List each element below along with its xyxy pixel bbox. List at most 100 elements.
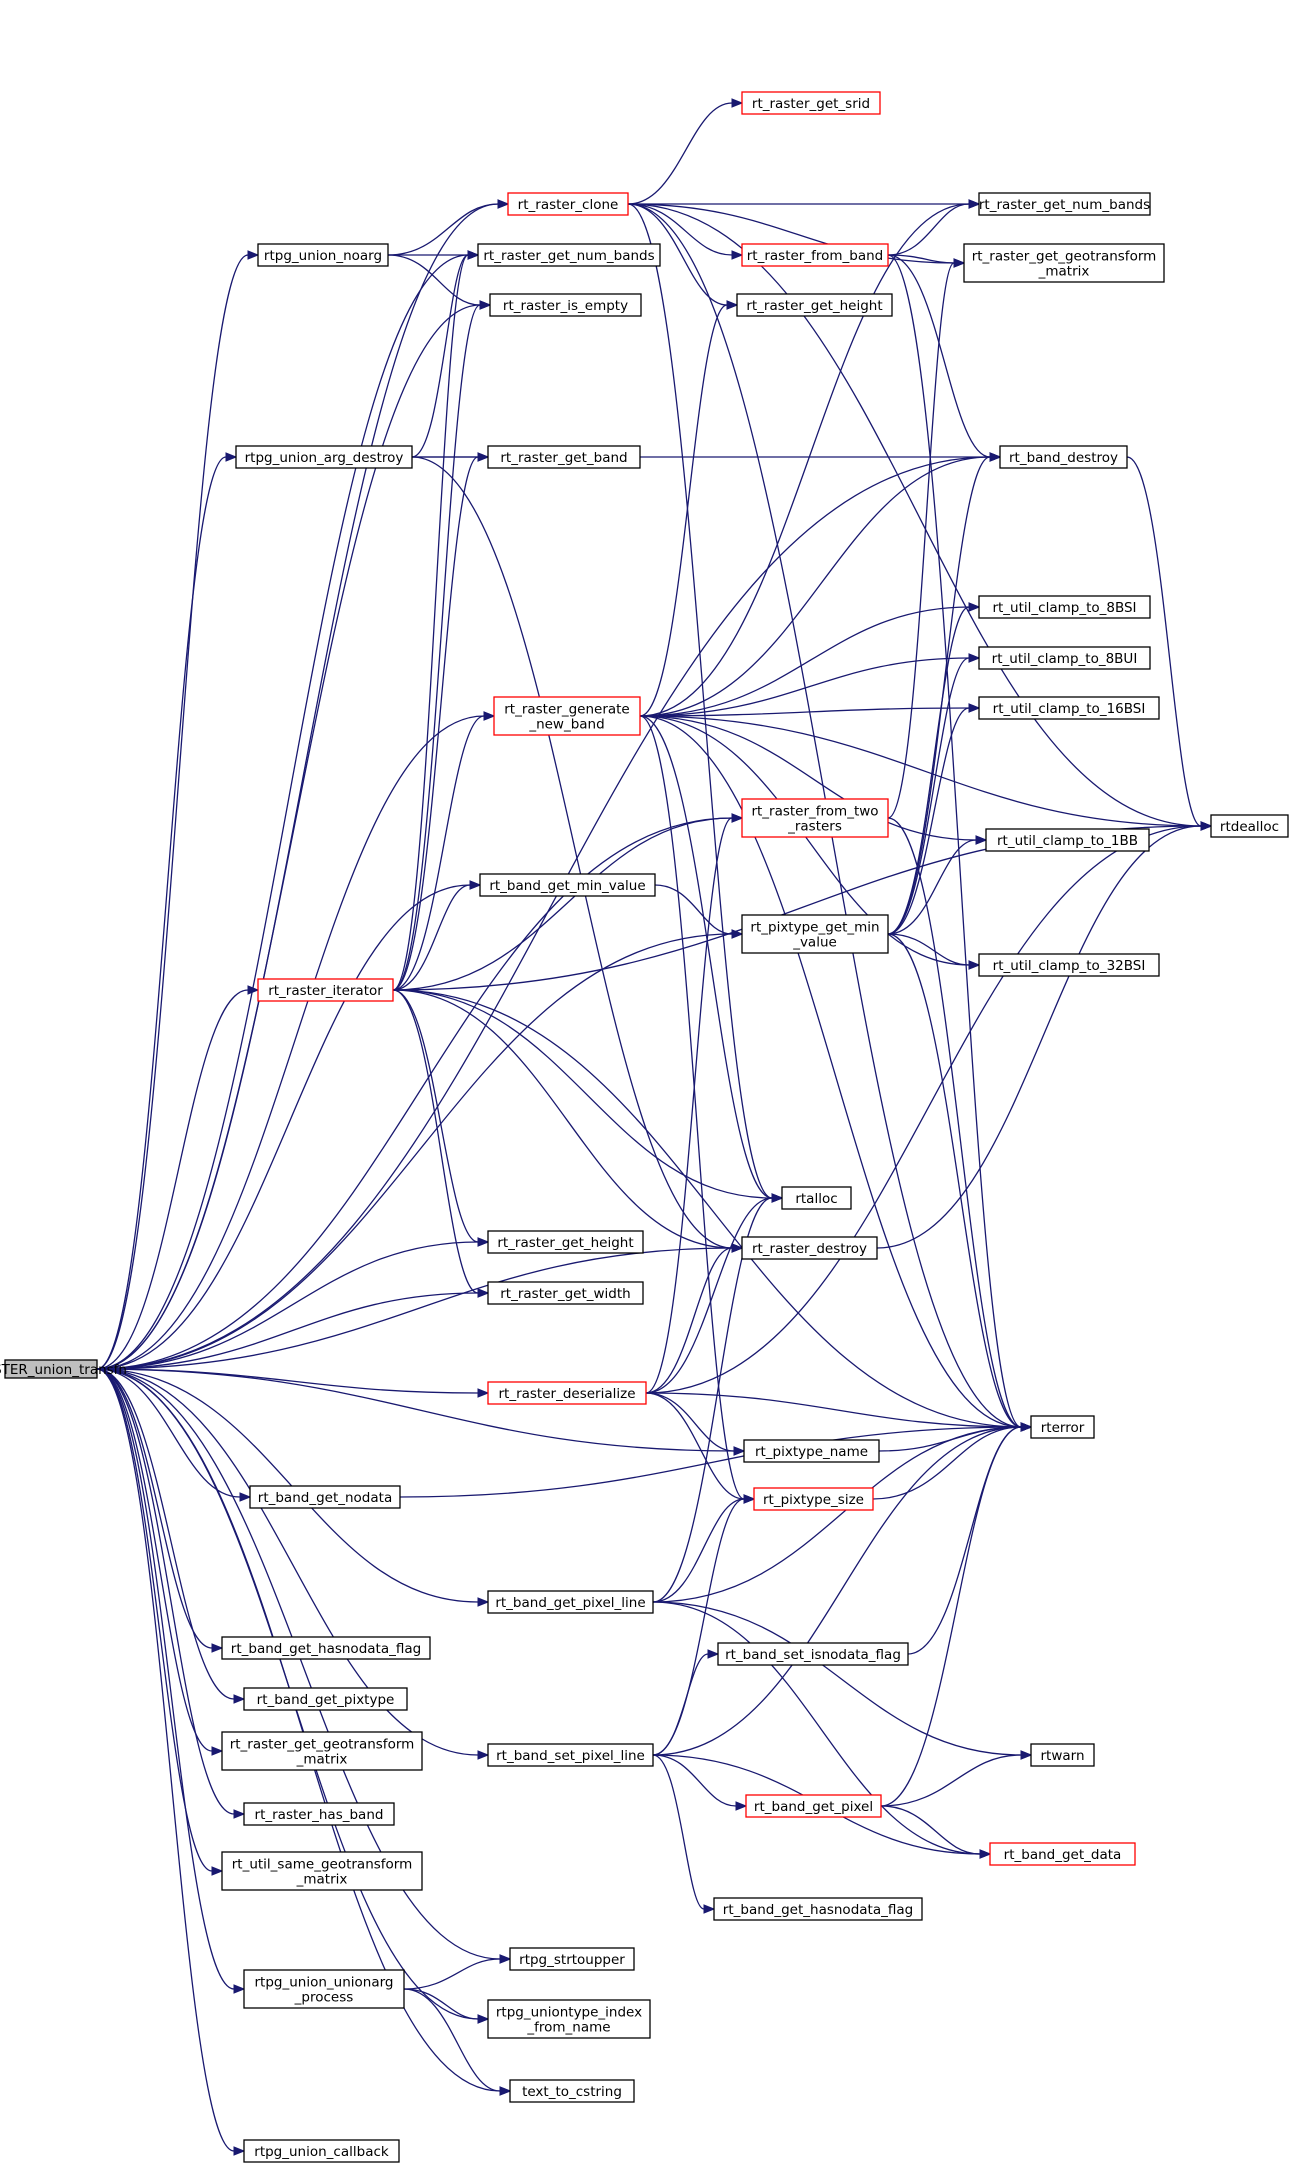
node-rt-raster-get-height-1[interactable]: rt_raster_get_height bbox=[736, 293, 893, 317]
arrowhead-icon bbox=[469, 880, 482, 890]
node-rtpg-uniontype-index-from-name[interactable]: rtpg_uniontype_index_from_name bbox=[487, 1999, 651, 2039]
node-label: rtalloc bbox=[795, 1191, 837, 1207]
node-rt-raster-deserialize[interactable]: rt_raster_deserialize bbox=[487, 1381, 647, 1405]
node-rt-pixtype-size[interactable]: rt_pixtype_size bbox=[753, 1487, 874, 1511]
node-rt-util-clamp-to-16bsi[interactable]: rt_util_clamp_to_16BSI bbox=[978, 696, 1160, 720]
node-box bbox=[221, 1636, 431, 1660]
node-rt-util-same-geotransform-matrix[interactable]: rt_util_same_geotransform_matrix bbox=[221, 1851, 423, 1891]
node-box bbox=[978, 646, 1151, 670]
node-raster-union-transfn[interactable]: RASTER_union_transfn bbox=[0, 1359, 127, 1379]
node-rtpg-union-arg-destroy[interactable]: rtpg_union_arg_destroy bbox=[235, 445, 413, 469]
node-label: rt_band_get_pixel_line bbox=[495, 1595, 645, 1611]
node-label: rt_util_clamp_to_32BSI bbox=[993, 958, 1146, 974]
edge-line bbox=[96, 1368, 235, 1990]
edge-rt-band-get-nodata-to-rterror bbox=[399, 1422, 1033, 1498]
node-rt-raster-iterator[interactable]: rt_raster_iterator bbox=[257, 978, 394, 1002]
arrowhead-icon bbox=[968, 602, 981, 612]
arrowhead-icon bbox=[726, 300, 739, 310]
node-rt-pixtype-name[interactable]: rt_pixtype_name bbox=[743, 1439, 880, 1463]
node-rtpg-union-callback[interactable]: rtpg_union_callback bbox=[243, 2139, 400, 2163]
node-rtwarn[interactable]: rtwarn bbox=[1030, 1743, 1095, 1767]
node-box bbox=[978, 696, 1160, 720]
node-rt-band-destroy[interactable]: rt_band_destroy bbox=[999, 445, 1128, 469]
node-rt-raster-has-band[interactable]: rt_raster_has_band bbox=[243, 1802, 395, 1826]
node-rt-raster-is-empty[interactable]: rt_raster_is_empty bbox=[489, 293, 642, 317]
edge-line bbox=[96, 1247, 733, 1370]
edge-raster-union-transfn-to-rt-raster-from-two-rasters bbox=[96, 813, 744, 1370]
arrowhead-icon bbox=[497, 199, 510, 209]
arrowhead-icon bbox=[499, 1954, 512, 1964]
arrowhead-icon bbox=[743, 1494, 756, 1504]
edge-line bbox=[876, 825, 1202, 1249]
node-rt-raster-destroy[interactable]: rt_raster_destroy bbox=[741, 1236, 878, 1260]
edge-rt-band-get-pixel-line-to-rtwarn bbox=[652, 1601, 1033, 1760]
node-label: _matrix bbox=[1038, 264, 1090, 280]
node-rt-raster-get-srid[interactable]: rt_raster_get_srid bbox=[741, 91, 881, 115]
node-rt-pixtype-get-min-value[interactable]: rt_pixtype_get_min_value bbox=[741, 914, 889, 954]
node-box bbox=[713, 1897, 923, 1921]
node-label: rt_util_clamp_to_16BSI bbox=[993, 701, 1146, 717]
edge-rt-pixtype-get-min-value-to-rt-band-destroy bbox=[887, 452, 1002, 935]
node-rt-band-set-isnodata-flag[interactable]: rt_band_set_isnodata_flag bbox=[717, 1642, 909, 1666]
node-rt-util-clamp-to-1bb[interactable]: rt_util_clamp_to_1BB bbox=[985, 828, 1150, 852]
edge-rt-band-get-pixel-line-to-rt-pixtype-size bbox=[652, 1494, 756, 1603]
node-rt-raster-clone[interactable]: rt_raster_clone bbox=[507, 192, 629, 216]
node-rt-raster-get-height-2[interactable]: rt_raster_get_height bbox=[487, 1230, 644, 1254]
node-rt-raster-get-num-bands-2[interactable]: rt_raster_get_num_bands bbox=[477, 243, 661, 267]
node-label: rt_raster_destroy bbox=[752, 1241, 867, 1257]
arrowhead-icon bbox=[477, 1750, 490, 1760]
node-rt-band-get-nodata[interactable]: rt_band_get_nodata bbox=[249, 1485, 401, 1509]
edge-line bbox=[639, 203, 970, 717]
node-rtpg-union-noarg[interactable]: rtpg_union_noarg bbox=[257, 243, 389, 267]
node-rt-band-get-pixel[interactable]: rt_band_get_pixel bbox=[745, 1794, 882, 1818]
edge-line bbox=[399, 1426, 1022, 1498]
node-rt-raster-generate-new-band[interactable]: rt_raster_generate_new_band bbox=[493, 696, 641, 736]
node-box bbox=[1030, 1415, 1095, 1439]
node-rt-band-get-hasnodata-flag-2[interactable]: rt_band_get_hasnodata_flag bbox=[713, 1897, 923, 1921]
node-label: text_to_cstring bbox=[522, 2084, 622, 2100]
edge-rtpg-union-unionarg-process-to-rtpg-uniontype-index-from-name bbox=[403, 1988, 490, 2024]
edge-line bbox=[639, 606, 970, 717]
node-rtpg-union-unionarg-process[interactable]: rtpg_union_unionarg_process bbox=[243, 1969, 405, 2009]
node-rt-band-get-min-value[interactable]: rt_band_get_min_value bbox=[479, 873, 656, 897]
node-rt-util-clamp-to-8bsi[interactable]: rt_util_clamp_to_8BSI bbox=[978, 595, 1151, 619]
node-rt-raster-get-geotransform-matrix-1[interactable]: rt_raster_get_geotransform_matrix bbox=[963, 243, 1165, 283]
node-rt-raster-get-geotransform-matrix-2[interactable]: rt_raster_get_geotransform_matrix bbox=[221, 1731, 423, 1771]
node-rtpg-strtoupper[interactable]: rtpg_strtoupper bbox=[509, 1947, 635, 1971]
node-rtdealloc[interactable]: rtdealloc bbox=[1210, 814, 1289, 838]
node-rt-band-set-pixel-line[interactable]: rt_band_set_pixel_line bbox=[487, 1743, 654, 1767]
node-rt-raster-from-two-rasters[interactable]: rt_raster_from_two_rasters bbox=[741, 798, 889, 838]
node-box bbox=[243, 1687, 408, 1711]
node-text-to-cstring[interactable]: text_to_cstring bbox=[509, 2079, 635, 2103]
edge-raster-union-transfn-to-rtpg-union-callback bbox=[96, 1368, 246, 2156]
edge-line bbox=[387, 254, 481, 306]
node-rt-util-clamp-to-32bsi[interactable]: rt_util_clamp_to_32BSI bbox=[978, 953, 1160, 977]
node-label: rtpg_uniontype_index bbox=[496, 2005, 642, 2021]
node-box bbox=[221, 1851, 423, 1891]
node-rt-util-clamp-to-8bui[interactable]: rt_util_clamp_to_8BUI bbox=[978, 646, 1151, 670]
node-rt-raster-get-band[interactable]: rt_raster_get_band bbox=[487, 445, 641, 469]
edge-raster-union-transfn-to-rt-raster-get-width bbox=[96, 1288, 490, 1370]
node-rt-band-get-pixel-line[interactable]: rt_band_get_pixel_line bbox=[487, 1590, 654, 1614]
node-box bbox=[487, 1230, 644, 1254]
arrowhead-icon bbox=[1020, 1750, 1033, 1760]
edge-rt-raster-deserialize-to-rt-raster-from-two-rasters bbox=[645, 813, 744, 1394]
node-box bbox=[743, 1439, 880, 1463]
node-box bbox=[978, 953, 1160, 977]
edge-line bbox=[652, 1754, 705, 1910]
node-rtalloc[interactable]: rtalloc bbox=[781, 1186, 852, 1210]
node-rt-band-get-hasnodata-flag-1[interactable]: rt_band_get_hasnodata_flag bbox=[221, 1636, 431, 1660]
node-rt-raster-from-band[interactable]: rt_raster_from_band bbox=[741, 243, 889, 267]
edge-rt-band-get-pixel-line-to-rt-band-get-data bbox=[652, 1601, 992, 1859]
node-box bbox=[978, 192, 1151, 216]
arrowhead-icon bbox=[731, 98, 744, 108]
edge-line bbox=[392, 884, 471, 991]
node-rt-raster-get-num-bands-1[interactable]: rt_raster_get_num_bands bbox=[978, 192, 1151, 216]
node-rterror[interactable]: rterror bbox=[1030, 1415, 1095, 1439]
node-label: rt_band_get_hasnodata_flag bbox=[231, 1641, 421, 1657]
edge-line bbox=[639, 304, 728, 717]
node-rt-band-get-pixtype[interactable]: rt_band_get_pixtype bbox=[243, 1687, 408, 1711]
node-rt-band-get-data[interactable]: rt_band_get_data bbox=[989, 1842, 1136, 1866]
arrowhead-icon bbox=[1200, 821, 1213, 831]
node-rt-raster-get-width[interactable]: rt_raster_get_width bbox=[487, 1281, 644, 1305]
